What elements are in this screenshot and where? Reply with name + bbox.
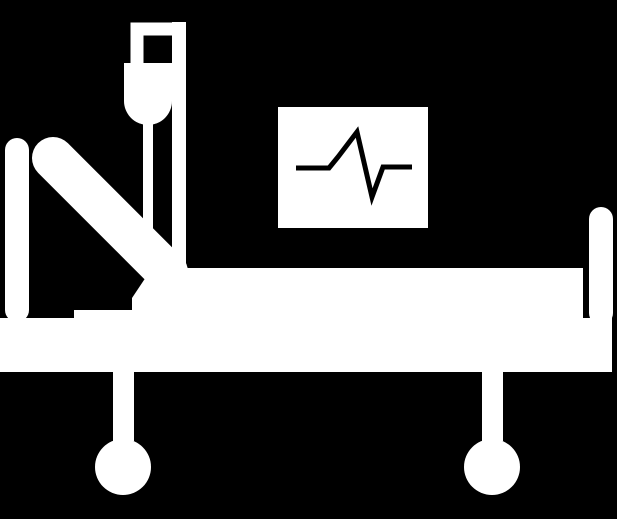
iv-stand (130, 22, 186, 268)
wheel-right-leg (482, 372, 503, 441)
vitals-monitor (278, 107, 428, 228)
iv-pole (172, 22, 186, 268)
iv-hook (130, 22, 179, 73)
headboard-post (5, 138, 29, 322)
ecg-trace-icon (296, 126, 412, 206)
wheel-left-caster (95, 439, 151, 495)
footboard-post (589, 207, 613, 325)
bed-group (0, 22, 613, 495)
wheel-right-caster (464, 439, 520, 495)
wheel-left (95, 372, 151, 495)
base-frame-bar (0, 318, 612, 372)
wheel-right (464, 372, 520, 495)
iv-bag (124, 63, 172, 268)
mattress-platform (74, 268, 583, 318)
iv-bag-body (124, 63, 172, 125)
iv-drip-tube (143, 122, 153, 268)
wheel-left-leg (113, 372, 134, 441)
